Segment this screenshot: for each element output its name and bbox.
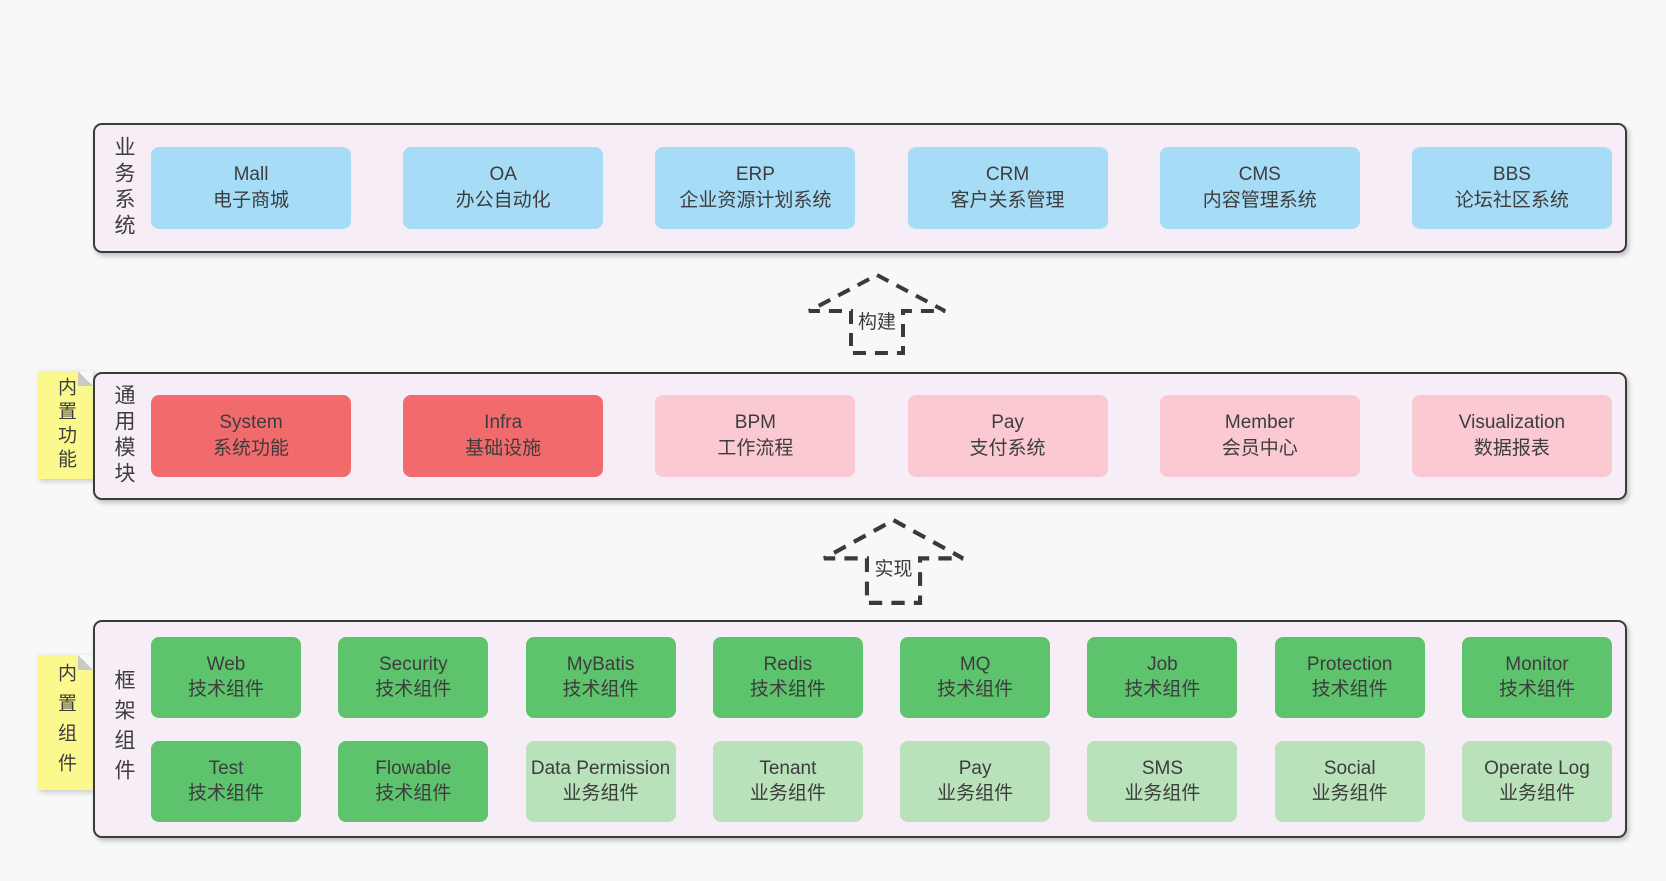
sticky-note-builtin-components: 内置组件 bbox=[38, 655, 93, 790]
panel-label-modules: 通用模块 bbox=[112, 384, 135, 488]
build-arrow: 构建 bbox=[807, 272, 947, 356]
panel-label-framework: 框架组件 bbox=[112, 669, 135, 789]
arrow-up-icon bbox=[823, 517, 964, 605]
arrow-label: 构建 bbox=[854, 310, 900, 335]
note-corner-cut bbox=[78, 655, 93, 670]
arrow-up-icon bbox=[808, 272, 946, 355]
panel-label-business: 业务系统 bbox=[112, 136, 135, 240]
arrow-label: 实现 bbox=[871, 557, 916, 582]
implement-arrow: 实现 bbox=[822, 517, 965, 606]
note-corner-cut bbox=[78, 371, 93, 386]
sticky-note-builtin-features: 内置功能 bbox=[38, 371, 93, 479]
